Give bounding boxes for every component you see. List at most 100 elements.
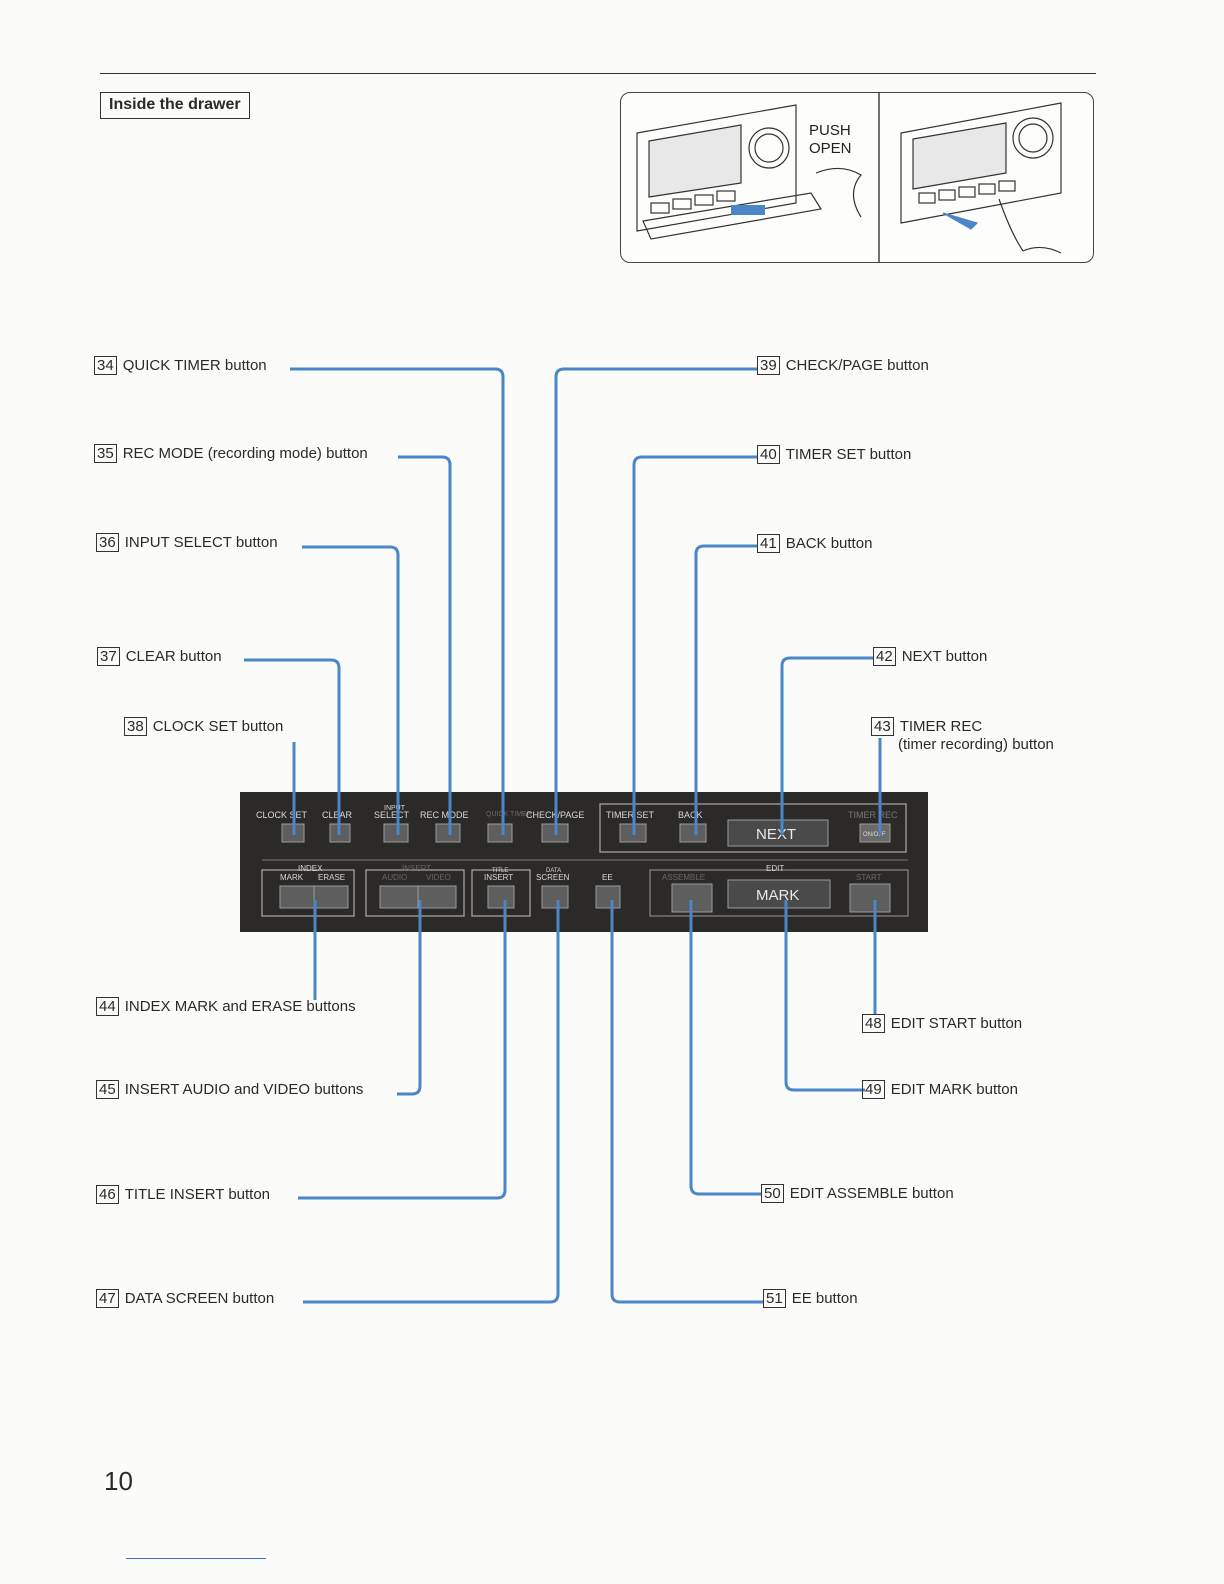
panel-label-audio: AUDIO — [382, 873, 407, 882]
ee-button[interactable] — [595, 885, 621, 909]
callout-label: NEXT button — [901, 648, 988, 665]
panel-label-index: INDEX — [298, 864, 323, 873]
panel-label-start: START — [856, 873, 882, 882]
callout-number: 41 — [757, 534, 780, 553]
callout-label: TIMER REC — [899, 718, 983, 735]
panel-label-rec-mode: REC MODE — [420, 810, 469, 820]
insert-audio-button[interactable] — [379, 885, 419, 909]
callout-edit-mark: 49 EDIT MARK button — [862, 1080, 1018, 1099]
callout-number: 35 — [94, 444, 117, 463]
data-screen-button[interactable] — [541, 885, 569, 909]
page-number: 10 — [104, 1466, 133, 1496]
panel-label-ee: EE — [602, 873, 613, 882]
panel-label-title-insert: INSERT — [484, 873, 513, 882]
callout-insert-audio-video: 45 INSERT AUDIO and VIDEO buttons — [96, 1080, 363, 1099]
push-label: PUSH — [809, 122, 851, 139]
callout-input-select: 36 INPUT SELECT button — [96, 533, 278, 552]
callout-number: 42 — [873, 647, 896, 666]
callout-number: 40 — [757, 445, 780, 464]
section-title: Inside the drawer — [100, 92, 250, 119]
callout-number: 47 — [96, 1289, 119, 1308]
callout-number: 44 — [96, 997, 119, 1016]
edit-mark-button-label: MARK — [756, 887, 799, 904]
callout-label: BACK button — [785, 535, 873, 552]
callout-back: 41 BACK button — [757, 534, 872, 553]
panel-label-clear: CLEAR — [322, 810, 353, 820]
callout-label: EDIT MARK button — [890, 1081, 1018, 1098]
panel-label-assemble: ASSEMBLE — [662, 873, 705, 882]
panel-label-timer-rec: TIMER REC — [848, 810, 898, 820]
back-button[interactable] — [679, 823, 707, 843]
callout-label: INDEX MARK and ERASE buttons — [124, 998, 356, 1015]
clock-set-button[interactable] — [281, 823, 305, 843]
callout-label: CHECK/PAGE button — [785, 357, 929, 374]
callout-number: 36 — [96, 533, 119, 552]
insert-video-button[interactable] — [417, 885, 457, 909]
callout-label: DATA SCREEN button — [124, 1290, 275, 1307]
panel-label-erase: ERASE — [318, 873, 345, 882]
callout-label: QUICK TIMER button — [122, 357, 267, 374]
next-button-label: NEXT — [756, 826, 796, 843]
callout-number: 39 — [757, 356, 780, 375]
callout-edit-assemble: 50 EDIT ASSEMBLE button — [761, 1184, 954, 1203]
panel-label-timer-set: TIMER SET — [606, 810, 655, 820]
panel-label-edit: EDIT — [766, 864, 784, 873]
panel-label-insert: INSERT — [402, 864, 431, 873]
callout-label: EE button — [791, 1290, 858, 1307]
callout-number: 51 — [763, 1289, 786, 1308]
quick-timer-button[interactable] — [487, 823, 513, 843]
callout-number: 38 — [124, 717, 147, 736]
callout-data-screen: 47 DATA SCREEN button — [96, 1289, 274, 1308]
clear-button[interactable] — [329, 823, 351, 843]
on-off-label: ON/OFF — [863, 832, 886, 838]
vcr-drawer-open-drawing — [636, 104, 862, 240]
panel-label-title: TITLE — [492, 868, 508, 874]
title-insert-button[interactable] — [487, 885, 515, 909]
callout-number: 48 — [862, 1014, 885, 1033]
edit-assemble-button[interactable] — [671, 883, 713, 913]
timer-set-button[interactable] — [619, 823, 647, 843]
panel-label-clock-set: CLOCK SET — [256, 810, 308, 820]
callout-number: 43 — [871, 717, 894, 736]
panel-label-video: VIDEO — [426, 873, 451, 882]
callout-clock-set: 38 CLOCK SET button — [124, 717, 283, 736]
callout-sublabel: (timer recording) button — [898, 736, 1054, 753]
footer-rule — [126, 1558, 266, 1559]
edit-start-button[interactable] — [849, 883, 891, 913]
panel-label-data: DATA — [546, 868, 561, 874]
callout-timer-rec: 43 TIMER REC (timer recording) button — [871, 717, 1054, 753]
index-mark-button[interactable] — [279, 885, 315, 909]
callout-number: 34 — [94, 356, 117, 375]
callout-number: 46 — [96, 1185, 119, 1204]
callout-label: CLOCK SET button — [152, 718, 284, 735]
open-label: OPEN — [809, 140, 852, 157]
callout-number: 45 — [96, 1080, 119, 1099]
callout-quick-timer: 34 QUICK TIMER button — [94, 356, 267, 375]
panel-label-back: BACK — [678, 810, 703, 820]
callout-number: 50 — [761, 1184, 784, 1203]
input-select-button[interactable] — [383, 823, 409, 843]
panel-label-quick-timer: QUICK TIMER — [486, 811, 532, 818]
callout-index-mark-erase: 44 INDEX MARK and ERASE buttons — [96, 997, 356, 1016]
panel-label-mark: MARK — [280, 873, 304, 882]
callout-ee: 51 EE button — [763, 1289, 858, 1308]
top-rule — [100, 73, 1096, 74]
panel-label-check-page: CHECK/PAGE — [526, 810, 584, 820]
rec-mode-button[interactable] — [435, 823, 461, 843]
drawer-illustration: PUSH OPEN — [620, 92, 1094, 263]
index-erase-button[interactable] — [313, 885, 349, 909]
check-page-button[interactable] — [541, 823, 569, 843]
callout-label: INSERT AUDIO and VIDEO buttons — [124, 1081, 364, 1098]
callout-label: INPUT SELECT button — [124, 534, 278, 551]
vcr-drawer-closed-drawing — [900, 102, 1062, 254]
callout-label: EDIT ASSEMBLE button — [789, 1185, 954, 1202]
panel-label-select: SELECT — [374, 810, 410, 820]
control-panel: CLOCK SET CLEAR INPUT SELECT REC MODE QU… — [240, 792, 928, 932]
callout-number: 49 — [862, 1080, 885, 1099]
callout-number: 37 — [97, 647, 120, 666]
callout-label: CLEAR button — [125, 648, 222, 665]
callout-next: 42 NEXT button — [873, 647, 987, 666]
